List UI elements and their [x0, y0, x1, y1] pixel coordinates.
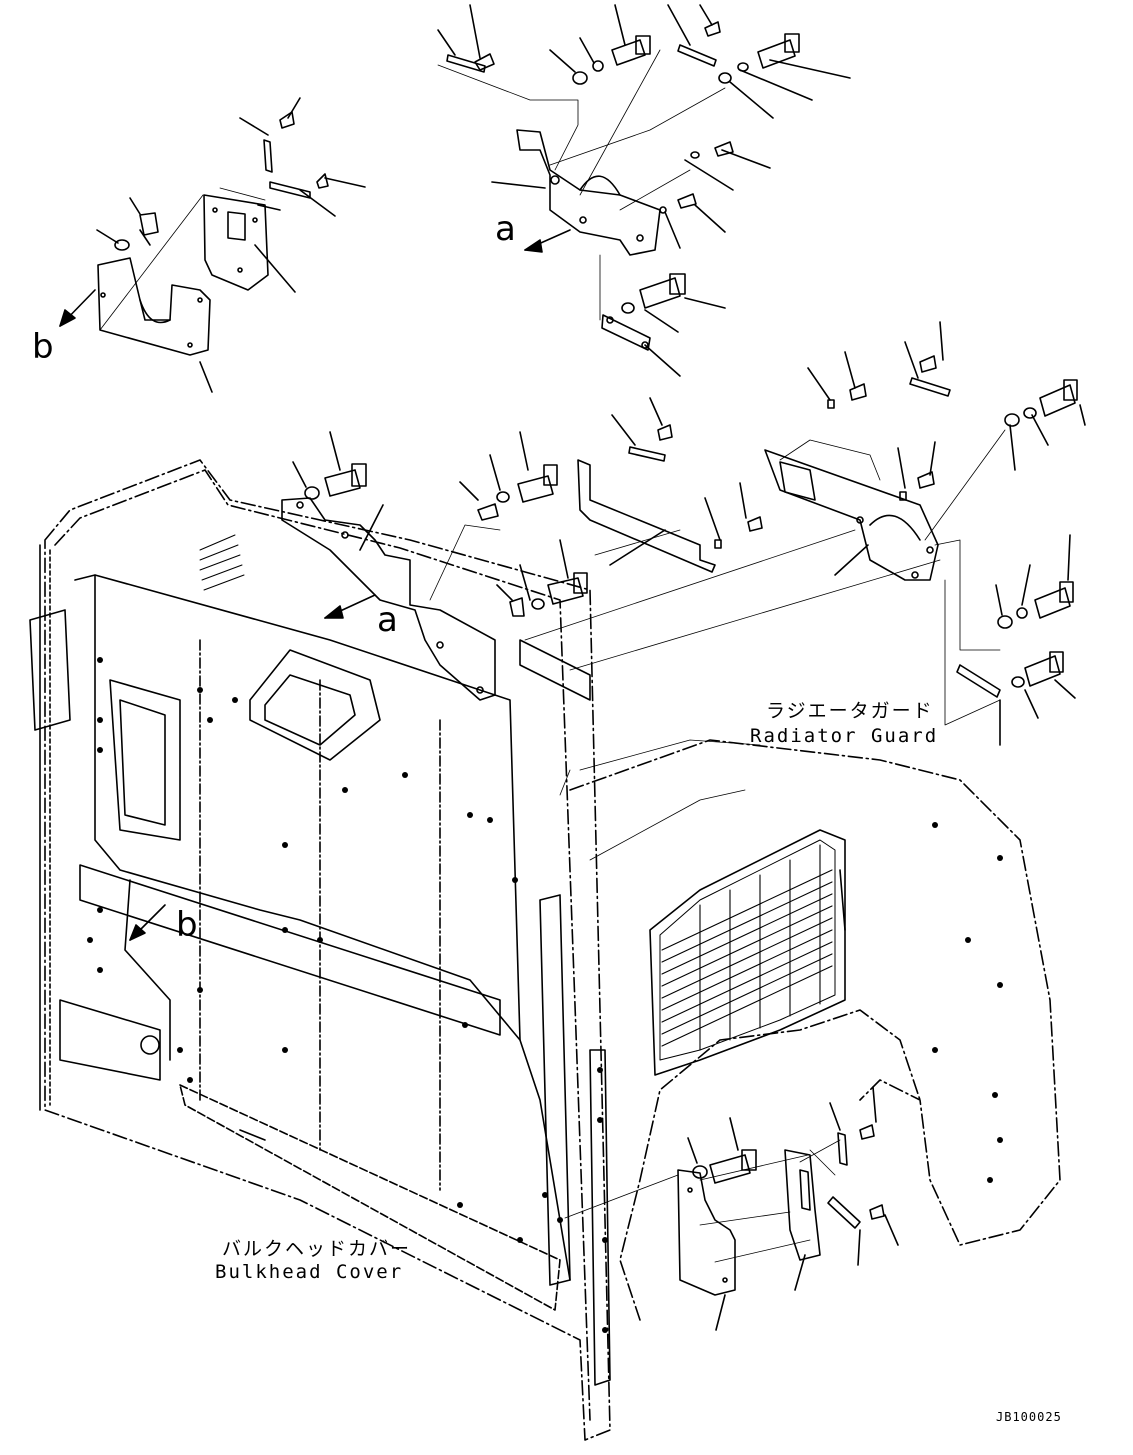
- cover-plate-b-lower: [564, 1086, 899, 1331]
- drawing-id: JB100025: [996, 1410, 1062, 1424]
- cover-plate-b-upper: [59, 97, 366, 393]
- guard-plates-middle: [129, 321, 1086, 941]
- bulkhead-cover-label-jp: バルクヘッドカバー: [222, 1238, 412, 1260]
- bracket-a-upper: [437, 4, 851, 377]
- bulkhead-cover-label-en: Bulkhead Cover: [215, 1261, 404, 1283]
- callout-b-upper: b: [32, 327, 54, 367]
- callout-a-upper: a: [495, 209, 516, 249]
- radiator-guard-label-jp: ラジエータガード: [766, 700, 934, 722]
- radiator-grille: [569, 739, 1061, 1321]
- callout-b-lower: b: [176, 905, 198, 945]
- bulkhead-frame: [29, 459, 611, 1441]
- callout-a-lower: a: [377, 600, 398, 640]
- radiator-guard-label-en: Radiator Guard: [750, 725, 939, 747]
